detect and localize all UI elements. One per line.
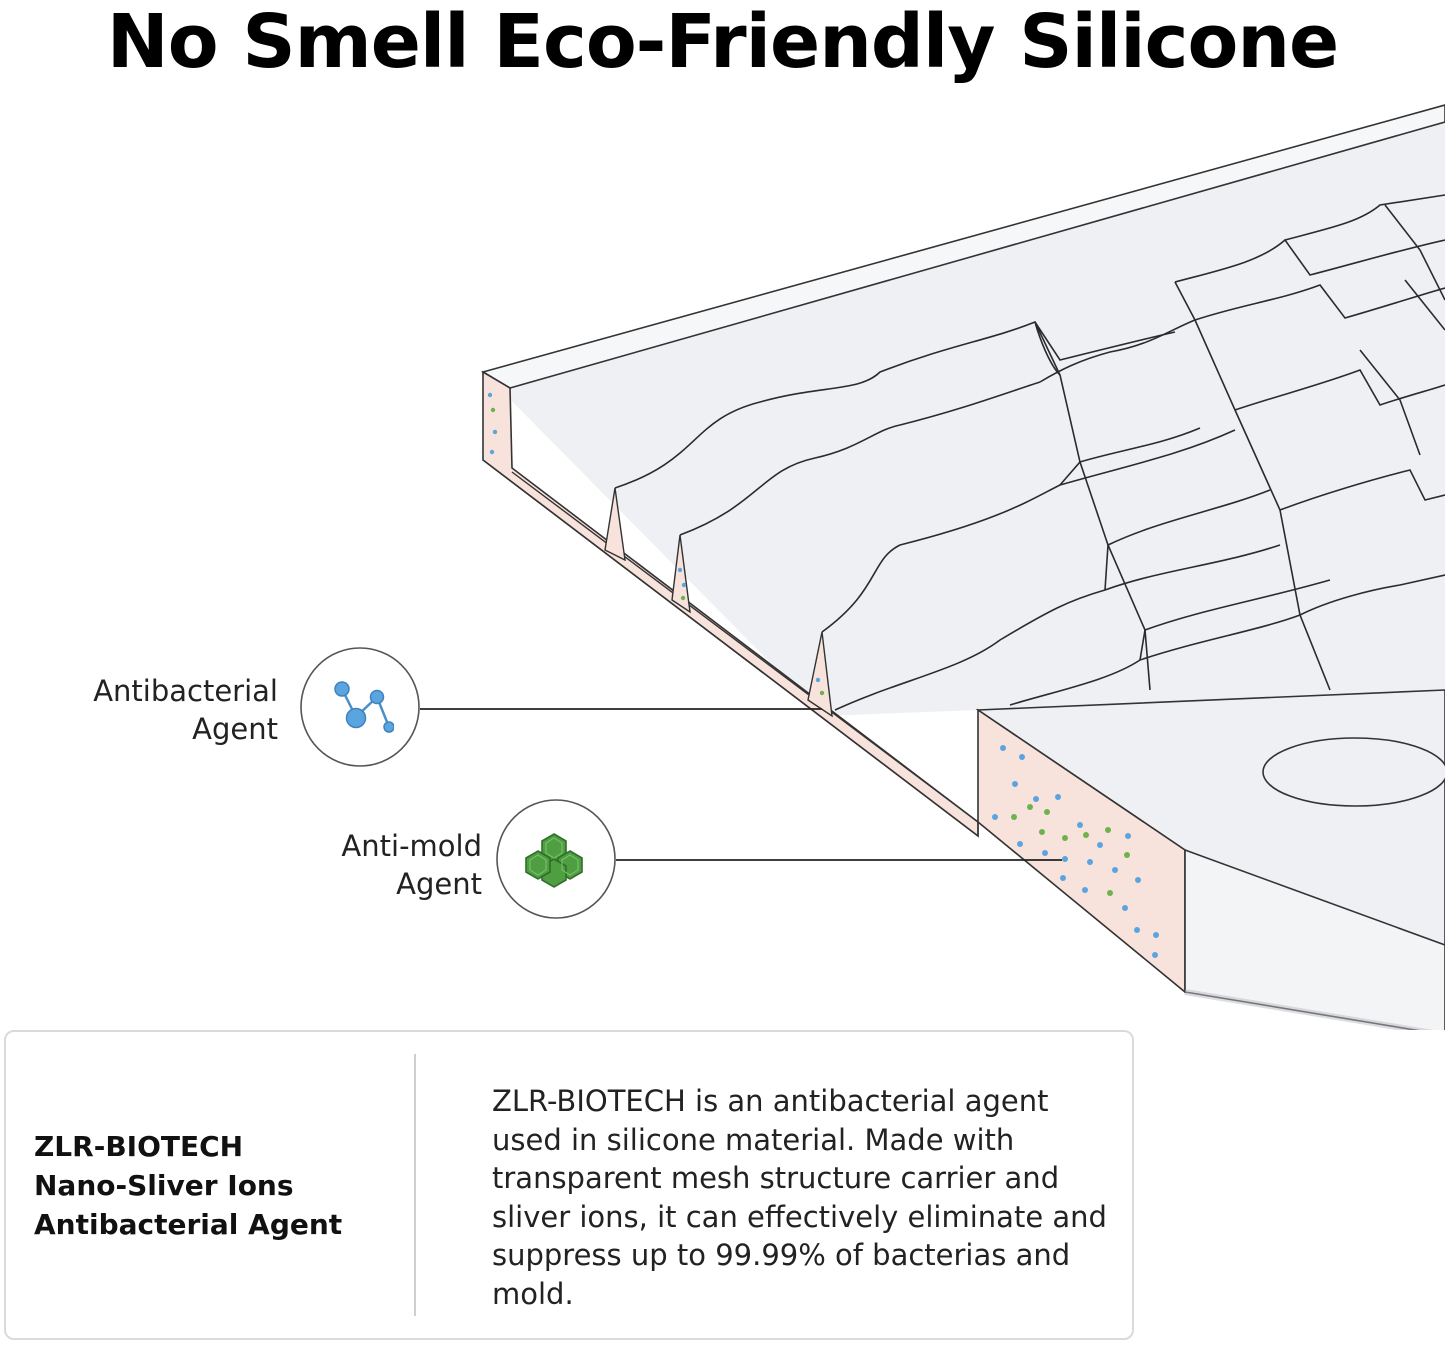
hexagon-cluster-icon — [525, 833, 583, 888]
info-divider — [414, 1054, 416, 1316]
anti-mold-agent-label: Anti-mold Agent — [341, 829, 482, 901]
info-description: ZLR-BIOTECH is an antibacterial agent us… — [492, 1084, 1107, 1311]
silicone-mat-illustration — [300, 104, 1445, 1030]
molecule-icon — [334, 681, 394, 733]
antibacterial-agent-label: Antibacterial Agent — [93, 674, 278, 746]
info-heading: ZLR-BIOTECH Nano-Sliver Ions Antibacteri… — [34, 1130, 343, 1241]
info-panel: ZLR-BIOTECH Nano-Sliver Ions Antibacteri… — [4, 1030, 1134, 1340]
page-title: No Smell Eco-Friendly Silicone — [106, 0, 1339, 85]
